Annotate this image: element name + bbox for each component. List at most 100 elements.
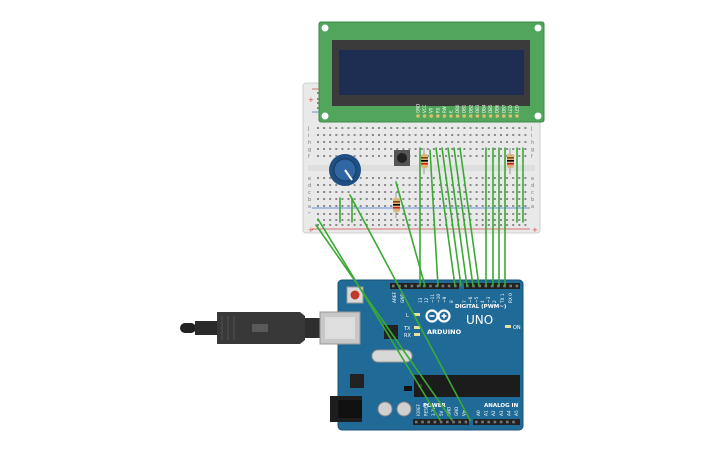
breadboard-hole[interactable] bbox=[500, 219, 502, 221]
breadboard-hole[interactable] bbox=[359, 219, 362, 221]
wire[interactable] bbox=[429, 149, 439, 287]
wire[interactable] bbox=[453, 147, 474, 287]
breadboard-hole[interactable] bbox=[390, 224, 393, 226]
breadboard-hole[interactable] bbox=[335, 127, 338, 129]
breadboard-hole[interactable] bbox=[365, 148, 368, 150]
breadboard-hole[interactable] bbox=[347, 213, 350, 215]
breadboard-hole[interactable] bbox=[518, 127, 521, 129]
breadboard-hole[interactable] bbox=[426, 148, 429, 150]
breadboard-hole[interactable] bbox=[463, 148, 466, 150]
breadboard-hole[interactable] bbox=[402, 134, 405, 136]
breadboard-hole[interactable] bbox=[445, 213, 448, 215]
breadboard-hole[interactable] bbox=[353, 219, 356, 221]
lcd-pin[interactable] bbox=[442, 114, 447, 118]
breadboard-hole[interactable] bbox=[463, 198, 466, 200]
breadboard-hole[interactable] bbox=[500, 155, 502, 157]
breadboard-hole[interactable] bbox=[384, 155, 387, 157]
breadboard-hole[interactable] bbox=[420, 191, 423, 193]
breadboard-hole[interactable] bbox=[341, 127, 344, 129]
breadboard-hole[interactable] bbox=[463, 134, 466, 136]
lcd-pin[interactable] bbox=[508, 114, 513, 118]
breadboard-hole[interactable] bbox=[500, 213, 502, 215]
breadboard-hole[interactable] bbox=[439, 148, 441, 150]
breadboard-hole[interactable] bbox=[524, 141, 527, 143]
breadboard-hole[interactable] bbox=[390, 155, 393, 157]
breadboard-hole[interactable] bbox=[487, 148, 490, 150]
breadboard-hole[interactable] bbox=[341, 224, 344, 226]
breadboard-hole[interactable] bbox=[378, 141, 380, 143]
header-pin[interactable] bbox=[433, 420, 437, 424]
breadboard-hole[interactable] bbox=[518, 177, 521, 179]
breadboard-hole[interactable] bbox=[396, 213, 399, 215]
breadboard-hole[interactable] bbox=[439, 191, 441, 193]
breadboard-hole[interactable] bbox=[414, 198, 417, 200]
wire[interactable] bbox=[441, 147, 462, 287]
breadboard-hole[interactable] bbox=[365, 155, 368, 157]
breadboard-hole[interactable] bbox=[500, 198, 502, 200]
breadboard-hole[interactable] bbox=[524, 213, 527, 215]
lcd-pin[interactable] bbox=[462, 114, 467, 118]
breadboard-hole[interactable] bbox=[396, 141, 399, 143]
breadboard-hole[interactable] bbox=[329, 155, 332, 157]
breadboard-hole[interactable] bbox=[432, 141, 435, 143]
breadboard-hole[interactable] bbox=[353, 155, 356, 157]
breadboard-hole[interactable] bbox=[353, 134, 356, 136]
breadboard-hole[interactable] bbox=[518, 148, 521, 150]
breadboard-hole[interactable] bbox=[317, 141, 319, 143]
breadboard-hole[interactable] bbox=[384, 224, 387, 226]
breadboard-hole[interactable] bbox=[414, 184, 417, 186]
breadboard-hole[interactable] bbox=[475, 205, 478, 207]
header-pin[interactable] bbox=[458, 420, 461, 424]
breadboard-hole[interactable] bbox=[457, 213, 460, 215]
breadboard-hole[interactable] bbox=[500, 134, 502, 136]
breadboard-hole[interactable] bbox=[317, 224, 319, 226]
breadboard-hole[interactable] bbox=[487, 198, 490, 200]
breadboard-hole[interactable] bbox=[323, 224, 326, 226]
breadboard-hole[interactable] bbox=[457, 148, 460, 150]
breadboard-hole[interactable] bbox=[420, 224, 423, 226]
header-pin[interactable] bbox=[481, 420, 484, 424]
breadboard-hole[interactable] bbox=[396, 134, 399, 136]
breadboard-hole[interactable] bbox=[420, 205, 423, 207]
breadboard-hole[interactable] bbox=[481, 184, 484, 186]
breadboard-hole[interactable] bbox=[317, 184, 319, 186]
breadboard-hole[interactable] bbox=[365, 127, 368, 129]
breadboard-hole[interactable] bbox=[329, 213, 332, 215]
breadboard-hole[interactable] bbox=[347, 224, 350, 226]
breadboard-hole[interactable] bbox=[439, 213, 441, 215]
breadboard-hole[interactable] bbox=[390, 198, 393, 200]
header-pin[interactable] bbox=[415, 420, 418, 424]
breadboard-hole[interactable] bbox=[365, 177, 368, 179]
breadboard-hole[interactable] bbox=[317, 92, 319, 94]
breadboard-hole[interactable] bbox=[451, 198, 454, 200]
breadboard-hole[interactable] bbox=[512, 219, 515, 221]
breadboard-hole[interactable] bbox=[323, 155, 326, 157]
breadboard-hole[interactable] bbox=[347, 198, 350, 200]
breadboard-hole[interactable] bbox=[317, 134, 319, 136]
breadboard-hole[interactable] bbox=[317, 127, 319, 129]
breadboard-hole[interactable] bbox=[378, 184, 380, 186]
breadboard-hole[interactable] bbox=[359, 177, 362, 179]
breadboard-hole[interactable] bbox=[469, 205, 472, 207]
wire[interactable] bbox=[459, 147, 480, 287]
breadboard-hole[interactable] bbox=[371, 184, 374, 186]
breadboard-hole[interactable] bbox=[378, 148, 380, 150]
breadboard-hole[interactable] bbox=[402, 141, 405, 143]
breadboard-hole[interactable] bbox=[506, 198, 509, 200]
breadboard-hole[interactable] bbox=[317, 148, 319, 150]
breadboard-hole[interactable] bbox=[359, 134, 362, 136]
breadboard-hole[interactable] bbox=[414, 177, 417, 179]
breadboard-hole[interactable] bbox=[341, 148, 344, 150]
breadboard-hole[interactable] bbox=[414, 148, 417, 150]
breadboard-hole[interactable] bbox=[335, 224, 338, 226]
breadboard-hole[interactable] bbox=[506, 184, 509, 186]
breadboard-hole[interactable] bbox=[365, 184, 368, 186]
breadboard-hole[interactable] bbox=[439, 127, 441, 129]
wire[interactable] bbox=[435, 147, 456, 287]
breadboard-hole[interactable] bbox=[518, 134, 521, 136]
breadboard-hole[interactable] bbox=[457, 205, 460, 207]
breadboard-hole[interactable] bbox=[323, 205, 326, 207]
breadboard-hole[interactable] bbox=[384, 177, 387, 179]
breadboard-hole[interactable] bbox=[378, 219, 380, 221]
header-pin[interactable] bbox=[427, 420, 430, 424]
